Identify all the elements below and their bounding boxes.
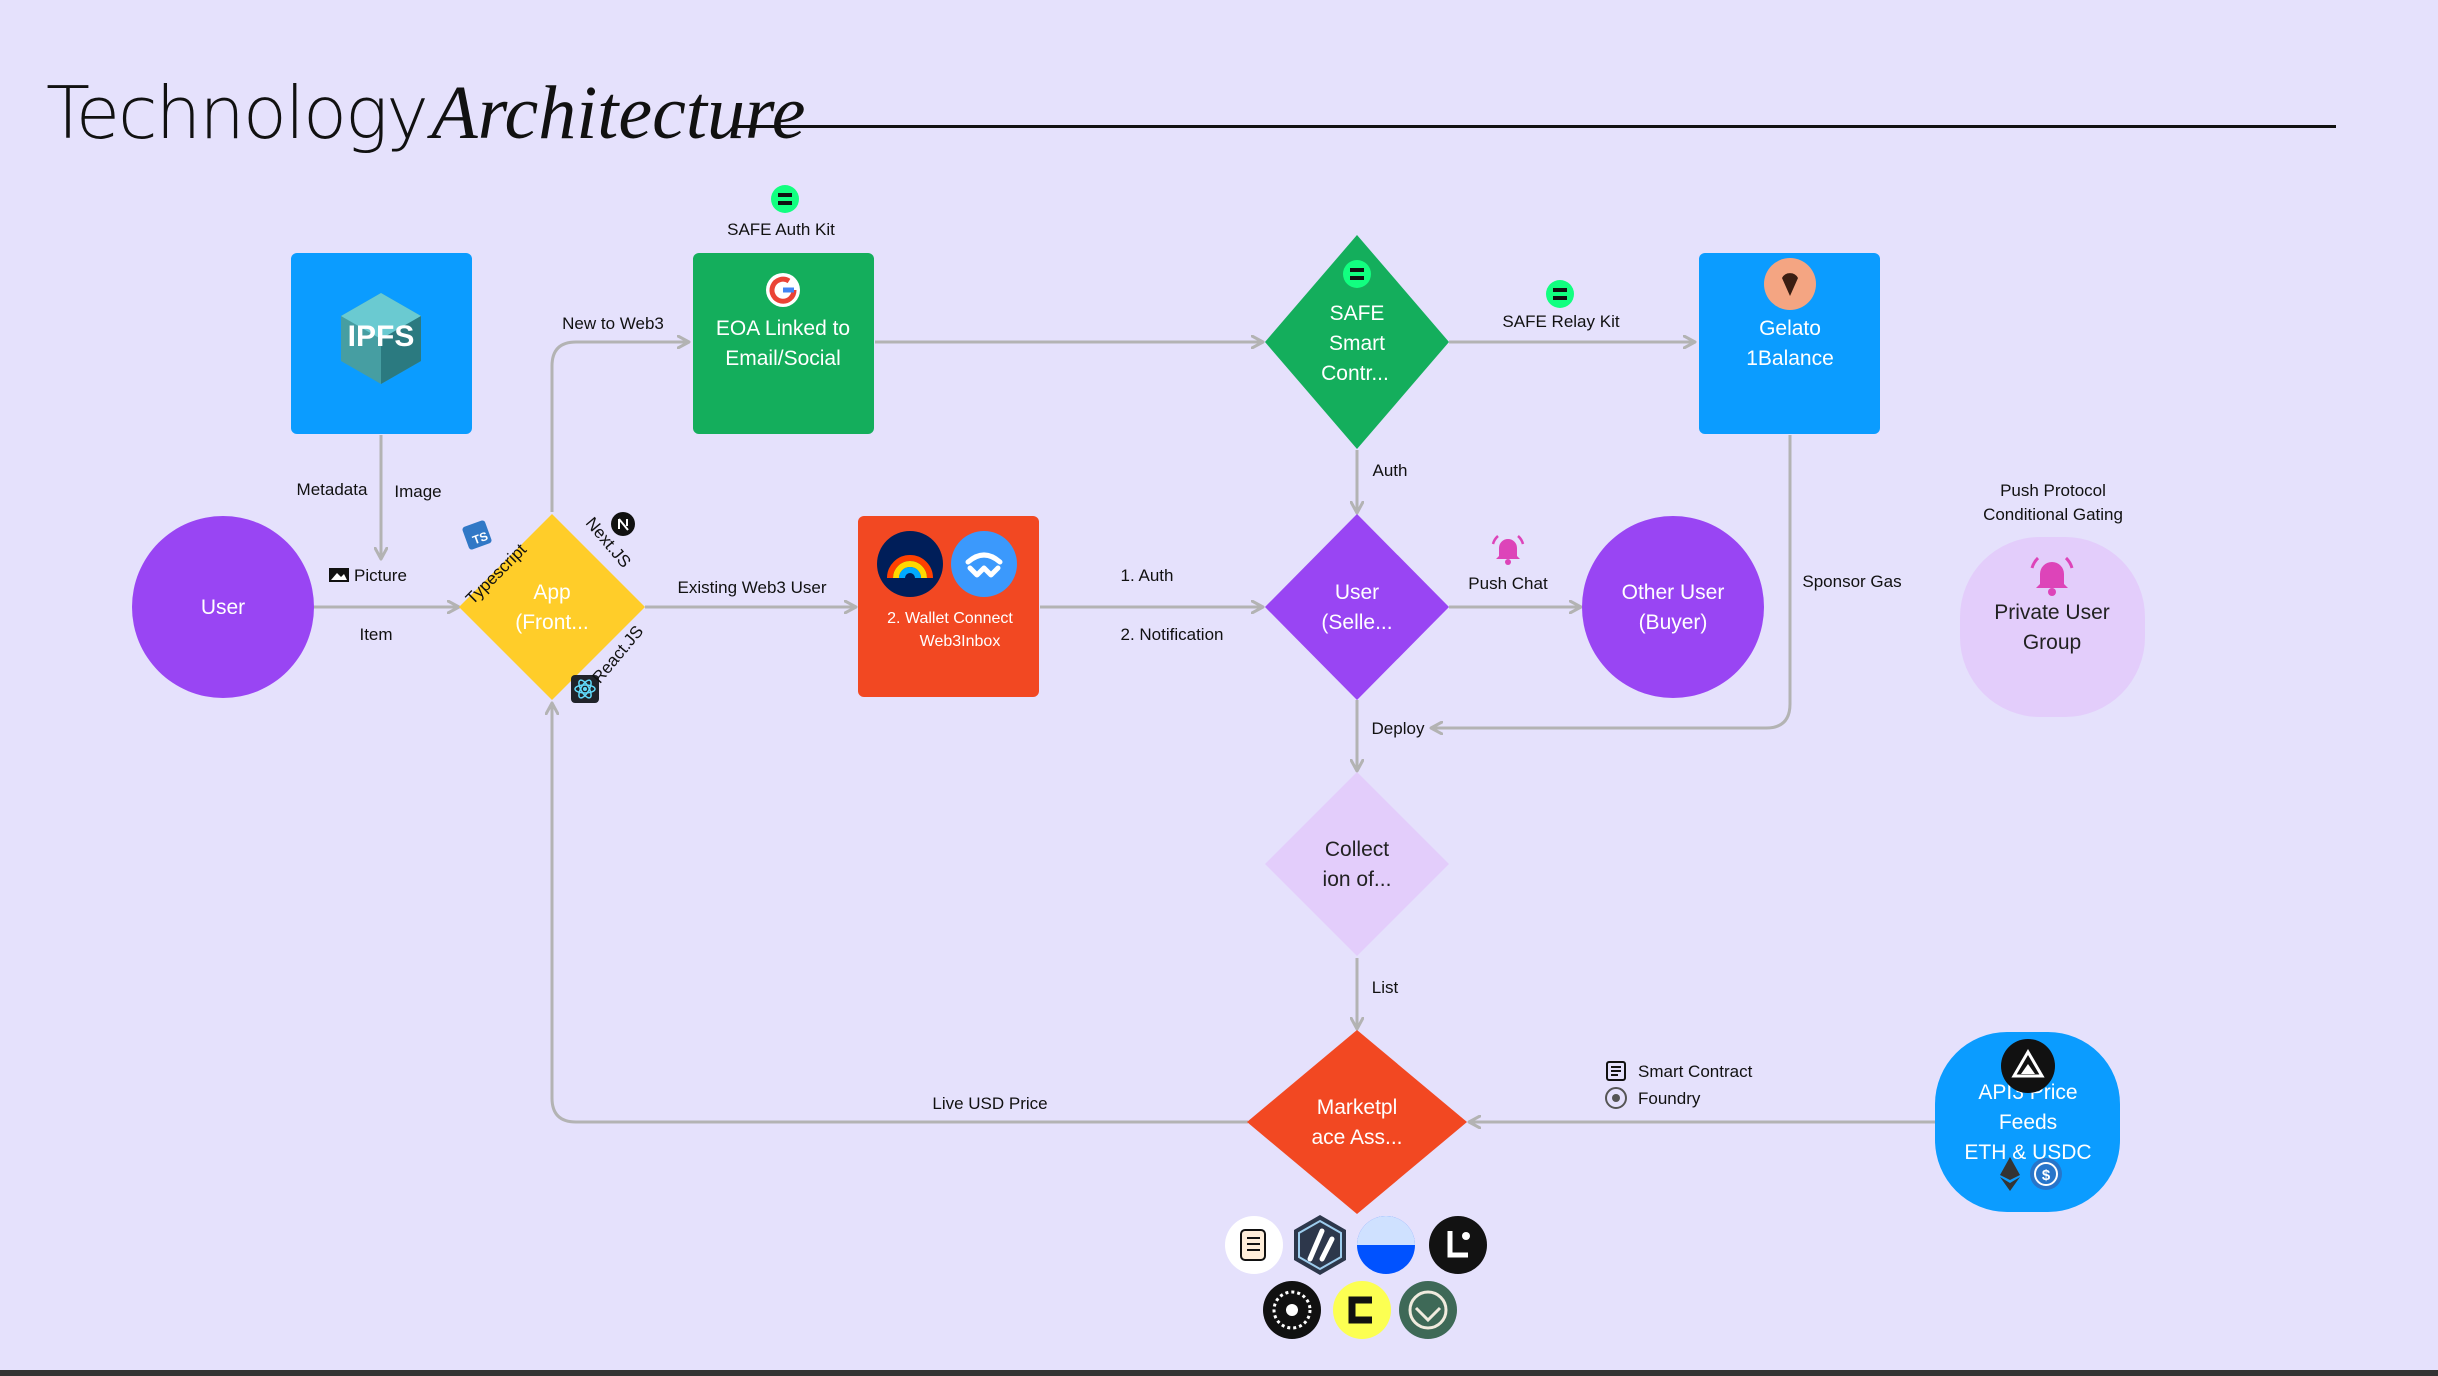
usdc-icon: $ bbox=[2030, 1158, 2062, 1190]
label-push-protocol-2: Conditional Gating bbox=[1983, 505, 2123, 524]
safe-node[interactable] bbox=[1265, 235, 1449, 449]
label-foundry: Foundry bbox=[1638, 1089, 1701, 1108]
app-label-line2: (Front... bbox=[515, 611, 589, 634]
user-node[interactable] bbox=[132, 516, 314, 698]
foundry-icon bbox=[1605, 1087, 1627, 1109]
api3-label-line2: Feeds bbox=[1999, 1111, 2057, 1134]
safe-label-line2: Smart bbox=[1329, 332, 1385, 355]
label-deploy: Deploy bbox=[1372, 719, 1425, 738]
connector-gelato-deploy bbox=[1432, 435, 1792, 728]
reactjs-icon bbox=[571, 675, 599, 703]
collection-node[interactable] bbox=[1265, 772, 1449, 956]
walletconnect-icon bbox=[951, 531, 1017, 597]
wallet-label-line1: 2. Wallet Connect bbox=[887, 610, 1013, 627]
push-chat-bell-icon bbox=[1491, 535, 1525, 565]
app-node[interactable] bbox=[459, 514, 645, 700]
safe-relay-kit-icon bbox=[1546, 280, 1574, 308]
label-smart-contract: Smart Contract bbox=[1638, 1062, 1753, 1081]
api3-label-line3: ETH & USDC bbox=[1964, 1141, 2091, 1164]
connector-app-eoa bbox=[550, 342, 688, 512]
label-existing-web3: Existing Web3 User bbox=[678, 578, 827, 597]
title-divider bbox=[738, 125, 2336, 128]
market-label-line1: Marketpl bbox=[1317, 1096, 1398, 1119]
label-push-protocol-1: Push Protocol bbox=[2000, 481, 2106, 500]
buyer-label-line1: Other User bbox=[1622, 581, 1725, 604]
wallet-label-line2: Web3Inbox bbox=[920, 633, 1001, 650]
label-sponsor-gas: Sponsor Gas bbox=[1802, 572, 1901, 591]
user-label: User bbox=[201, 596, 245, 619]
gelato-label-line2: 1Balance bbox=[1746, 347, 1834, 370]
label-safe-auth-kit: SAFE Auth Kit bbox=[727, 220, 835, 239]
page-title: Technology Architecture bbox=[46, 70, 806, 180]
push-bell-icon bbox=[2030, 556, 2074, 596]
label-live-usd: Live USD Price bbox=[932, 1094, 1047, 1113]
celo-alt-icon bbox=[1263, 1281, 1321, 1339]
eoa-label-line2: Email/Social bbox=[725, 347, 841, 370]
seller-node[interactable] bbox=[1265, 514, 1449, 700]
gelato-icon bbox=[1764, 258, 1816, 310]
market-label-line2: ace Ass... bbox=[1311, 1126, 1402, 1149]
buyer-node[interactable] bbox=[1582, 516, 1764, 698]
private-label-line2: Group bbox=[2023, 631, 2081, 654]
label-metadata: Metadata bbox=[297, 480, 368, 499]
gnosis-icon bbox=[1399, 1281, 1457, 1339]
base-chain-icon bbox=[1357, 1216, 1415, 1274]
connectors bbox=[313, 342, 1935, 1122]
seller-label-line2: (Selle... bbox=[1321, 611, 1392, 634]
safe-label-line1: SAFE bbox=[1330, 302, 1385, 325]
label-notification-2: 2. Notification bbox=[1121, 625, 1224, 644]
private-group-node[interactable] bbox=[1960, 537, 2145, 717]
label-safe-relay-kit: SAFE Relay Kit bbox=[1502, 312, 1619, 331]
ipfs-label: IPFS bbox=[348, 320, 415, 353]
linea-icon bbox=[1429, 1216, 1487, 1274]
api3-logo-icon bbox=[2001, 1039, 2055, 1093]
label-item: Item bbox=[359, 625, 392, 644]
nextjs-icon bbox=[611, 512, 635, 536]
ethereum-icon bbox=[2000, 1157, 2020, 1191]
collection-label-line1: Collect bbox=[1325, 838, 1389, 861]
eoa-node[interactable] bbox=[693, 253, 874, 434]
label-auth-1: 1. Auth bbox=[1121, 566, 1174, 585]
marketplace-node[interactable] bbox=[1247, 1030, 1467, 1214]
safe-auth-kit-icon bbox=[771, 185, 799, 213]
label-picture: Picture bbox=[354, 566, 407, 585]
ipfs-cube-icon: IPFS bbox=[341, 293, 421, 384]
label-list: List bbox=[1372, 978, 1399, 997]
app-label-line1: App bbox=[533, 581, 570, 604]
label-new-to-web3: New to Web3 bbox=[562, 314, 664, 333]
gelato-node[interactable] bbox=[1699, 253, 1880, 434]
bottom-border bbox=[0, 1370, 2438, 1376]
picture-icon bbox=[329, 568, 349, 582]
typescript-icon: TS bbox=[462, 520, 492, 550]
safe-logo-icon bbox=[1343, 260, 1371, 288]
collection-label-line2: ion of... bbox=[1323, 868, 1392, 891]
title-emphasis: Architecture bbox=[431, 71, 806, 155]
safe-label-line3: Contr... bbox=[1321, 362, 1389, 385]
svg-text:$: $ bbox=[2042, 1167, 2051, 1184]
svg-text:TS: TS bbox=[471, 529, 490, 547]
eoa-label-line1: EOA Linked to bbox=[716, 317, 850, 340]
private-label-line1: Private User bbox=[1994, 601, 2110, 624]
celo-icon bbox=[1333, 1281, 1391, 1339]
label-auth: Auth bbox=[1373, 461, 1408, 480]
gelato-label-line1: Gelato bbox=[1759, 317, 1821, 340]
label-push-chat: Push Chat bbox=[1468, 574, 1548, 593]
buyer-label-line2: (Buyer) bbox=[1639, 611, 1708, 634]
arbitrum-icon bbox=[1294, 1215, 1346, 1275]
connector-market-app bbox=[552, 704, 1248, 1124]
api3-node[interactable] bbox=[1935, 1032, 2120, 1212]
seller-label-line1: User bbox=[1335, 581, 1379, 604]
label-image: Image bbox=[394, 482, 441, 501]
title-main: Technology bbox=[46, 71, 429, 155]
google-icon bbox=[766, 273, 800, 307]
scroll-chain-icon bbox=[1225, 1216, 1283, 1274]
rainbow-wallet-icon bbox=[877, 531, 943, 597]
smart-contract-icon bbox=[1606, 1061, 1626, 1081]
